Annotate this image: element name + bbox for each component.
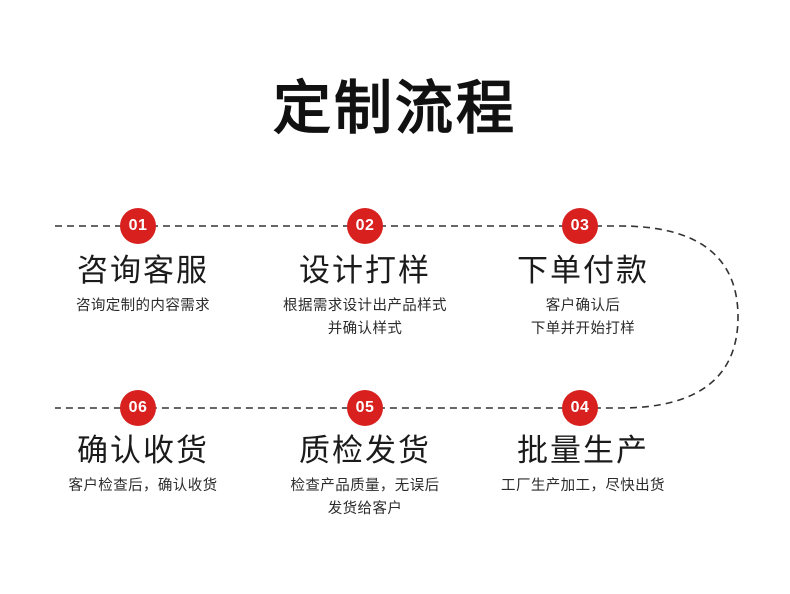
step-block-02: 设计打样 根据需求设计出产品样式并确认样式 [245, 252, 485, 341]
step-description-line: 根据需求设计出产品样式 [283, 298, 447, 314]
step-description-05: 检查产品质量，无误后发货给客户 [245, 475, 485, 521]
step-heading-02: 设计打样 [299, 253, 431, 288]
step-badge-06[interactable]: 06 [120, 390, 156, 426]
step-description-line: 客户检查后，确认收货 [68, 478, 218, 494]
step-heading-06: 确认收货 [77, 433, 209, 468]
step-badge-03[interactable]: 03 [562, 208, 598, 244]
step-block-04: 批量生产 工厂生产加工，尽快出货 [463, 432, 703, 498]
step-description-01: 咨询定制的内容需求 [23, 295, 263, 318]
step-block-06: 确认收货 客户检查后，确认收货 [23, 432, 263, 498]
step-description-03: 客户确认后下单并开始打样 [463, 295, 703, 341]
step-description-line: 发货给客户 [327, 501, 403, 517]
step-description-06: 客户检查后，确认收货 [23, 475, 263, 498]
step-description-line: 下单并开始打样 [530, 321, 636, 337]
step-description-line: 咨询定制的内容需求 [75, 298, 211, 314]
step-description-line: 检查产品质量，无误后 [290, 478, 440, 494]
step-heading-05: 质检发货 [299, 433, 431, 468]
step-block-03: 下单付款 客户确认后下单并开始打样 [463, 252, 703, 341]
step-heading-04: 批量生产 [517, 433, 649, 468]
step-description-line: 并确认样式 [327, 321, 403, 337]
step-badge-02[interactable]: 02 [347, 208, 383, 244]
step-badge-01[interactable]: 01 [120, 208, 156, 244]
step-heading-01: 咨询客服 [77, 253, 209, 288]
step-block-01: 咨询客服 咨询定制的内容需求 [23, 252, 263, 318]
step-badge-05[interactable]: 05 [347, 390, 383, 426]
step-description-04: 工厂生产加工，尽快出货 [463, 475, 703, 498]
step-heading-03: 下单付款 [517, 253, 649, 288]
step-block-05: 质检发货 检查产品质量，无误后发货给客户 [245, 432, 485, 521]
step-description-line: 工厂生产加工，尽快出货 [501, 478, 665, 494]
step-description-02: 根据需求设计出产品样式并确认样式 [245, 295, 485, 341]
step-description-line: 客户确认后 [545, 298, 621, 314]
step-badge-04[interactable]: 04 [562, 390, 598, 426]
page-title: 定制流程 [272, 76, 517, 141]
